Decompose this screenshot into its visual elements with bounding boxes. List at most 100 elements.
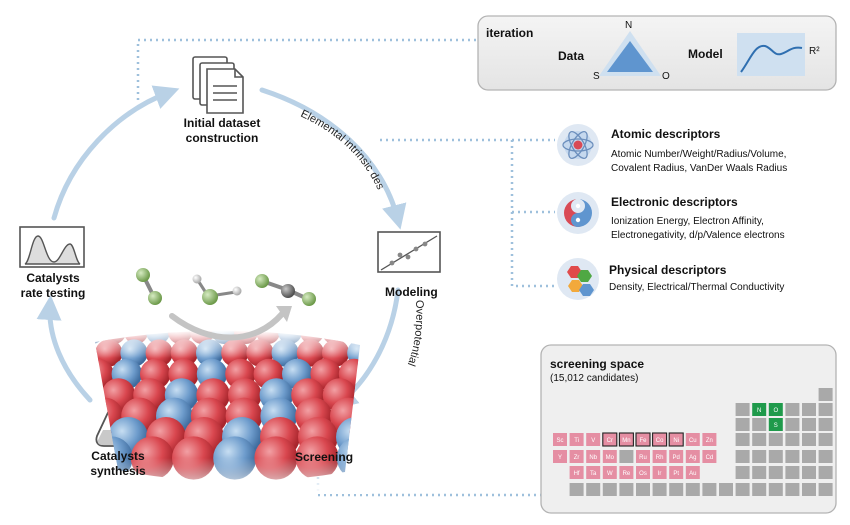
molecule-reactant: [136, 268, 162, 305]
element-cell-grey: [768, 466, 783, 479]
element-symbol: Mn: [622, 438, 630, 444]
element-cell-metal: [602, 466, 617, 479]
element-cell-grey: [735, 403, 750, 416]
element-symbol: Ni: [673, 438, 679, 444]
element-symbol: Ti: [574, 438, 579, 444]
element-cell-grey: [569, 483, 584, 496]
vertex-o-label: O: [662, 71, 670, 82]
element-cell-metal: [602, 450, 617, 463]
element-cell-grey: [818, 466, 833, 479]
atom-icon: [557, 124, 599, 166]
element-symbol: Os: [639, 471, 647, 477]
element-symbol: W: [607, 471, 613, 477]
element-symbol: Sc: [556, 438, 563, 444]
element-cell-metal: [668, 432, 684, 447]
element-cell-grey: [785, 466, 800, 479]
element-cell-metal: [619, 466, 634, 479]
element-cell-grey: [719, 483, 733, 496]
element-cell-metal: [685, 433, 700, 446]
electronic-descriptors-detail: Ionization Energy, Electron Affinity, El…: [611, 216, 785, 241]
element-cell-highlight: [752, 403, 767, 416]
element-symbol: Ag: [689, 455, 696, 461]
element-cell-grey: [802, 418, 816, 431]
element-cell-grey: [702, 483, 717, 496]
element-cell-metal: [602, 432, 618, 447]
element-cell-grey: [785, 418, 800, 431]
element-symbol: Y: [558, 455, 562, 461]
element-symbol: N: [757, 408, 761, 414]
element-cell-metal: [586, 450, 601, 463]
element-cell-grey: [785, 450, 800, 463]
surface-atom-red: [48, 436, 91, 479]
element-cell-metal: [702, 433, 717, 446]
element-cell-grey: [752, 418, 767, 431]
element-cell-grey: [735, 418, 750, 431]
element-symbol: Ru: [639, 455, 647, 461]
vertex-s-label: S: [593, 71, 600, 82]
data-triangle: [607, 41, 653, 72]
synthesis-label: Catalysts synthesis: [90, 449, 146, 478]
element-symbol: Zr: [574, 455, 580, 461]
hexagon-cluster-icon: [557, 258, 599, 300]
physical-descriptors-detail: Density, Electrical/Thermal Conductivity: [609, 282, 785, 293]
electronic-descriptors-title: Electronic descriptors: [611, 195, 738, 209]
element-cell-grey: [802, 450, 816, 463]
element-symbol: Rh: [656, 455, 664, 461]
screening-space-title: screening space: [550, 357, 645, 371]
element-cell-metal: [569, 466, 584, 479]
element-cell-grey: [685, 483, 700, 496]
element-cell-metal: [669, 466, 684, 479]
element-symbol: Mo: [606, 455, 615, 461]
document-stack-icon: [192, 56, 244, 114]
element-symbol: Ir: [658, 471, 662, 477]
element-cell-grey: [735, 450, 750, 463]
data-label: Data: [558, 49, 585, 63]
element-cell-grey: [735, 483, 750, 496]
element-cell-grey: [818, 388, 833, 401]
screening-label: Screening: [295, 450, 354, 464]
element-cell-grey: [619, 483, 634, 496]
element-cell-grey: [636, 483, 650, 496]
element-cell-grey: [752, 450, 767, 463]
atomic-descriptors-detail: Atomic Number/Weight/Radius/Volume, Cova…: [611, 149, 788, 174]
element-cell-metal: [586, 466, 601, 479]
initial-dataset-label: Initial dataset construction: [183, 116, 261, 145]
element-cell-grey: [586, 483, 601, 496]
element-symbol: Cr: [607, 438, 613, 444]
element-symbol: Hf: [574, 471, 580, 477]
element-cell-grey: [818, 418, 833, 431]
element-symbol: O: [773, 408, 778, 414]
element-symbol: Pd: [673, 455, 680, 461]
connector-screening: [316, 465, 541, 497]
element-cell-grey: [735, 466, 750, 479]
molecule-intermediate: [192, 274, 242, 305]
element-cell-grey: [619, 450, 634, 463]
element-symbol: Ta: [590, 471, 597, 477]
element-cell-grey: [768, 433, 783, 446]
element-cell-grey: [818, 403, 833, 416]
vertex-n-label: N: [625, 20, 633, 31]
element-symbol: V: [591, 438, 595, 444]
element-symbol: Zn: [706, 438, 713, 444]
surface-atom-blue: [52, 398, 89, 435]
element-cell-grey: [735, 433, 750, 446]
r2-label: R²: [809, 46, 820, 57]
modeling-label: Modeling: [385, 285, 438, 299]
element-symbol: Fe: [639, 438, 647, 444]
element-cell-metal: [636, 450, 650, 463]
element-symbol: Au: [689, 471, 696, 477]
element-symbol: Cd: [706, 455, 714, 461]
iteration-panel: [477, 15, 837, 91]
scatter-plot-icon: [377, 231, 441, 273]
element-symbol: Cu: [689, 438, 697, 444]
dotted-connectors: [136, 38, 555, 497]
reaction-arrow: [169, 311, 285, 341]
element-cell-grey: [768, 450, 783, 463]
element-cell-metal: [635, 432, 651, 447]
element-cell-highlight: [768, 403, 783, 416]
arrow-testing-to-dataset: [51, 85, 180, 221]
electron-icon: [557, 192, 599, 234]
